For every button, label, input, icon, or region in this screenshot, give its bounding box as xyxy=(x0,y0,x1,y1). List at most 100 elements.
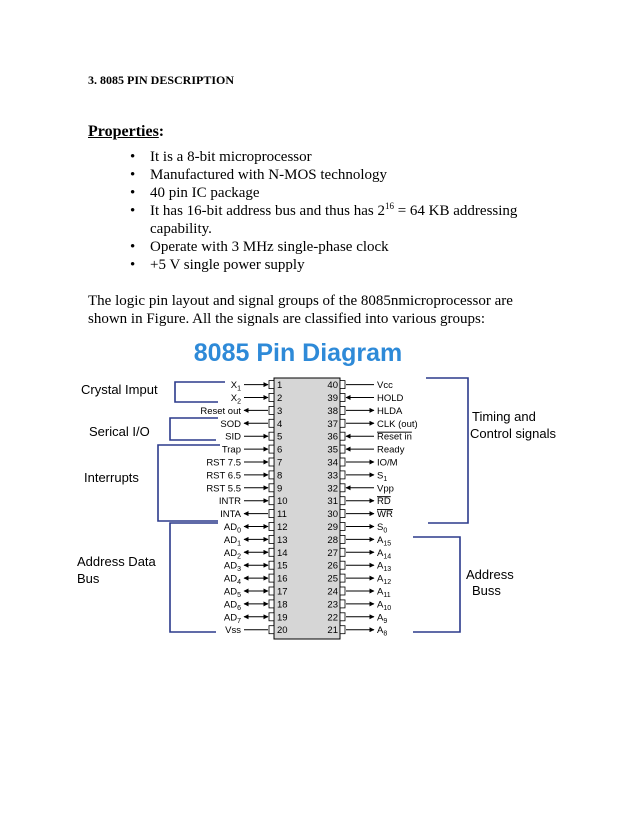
list-item: It has 16-bit address bus and thus has 2… xyxy=(130,201,530,238)
list-item: +5 V single power supply xyxy=(130,257,530,275)
bracket-address-data xyxy=(169,522,218,633)
pin-stub xyxy=(339,522,346,531)
pin-label: X2 xyxy=(231,393,241,406)
pin-label: A9 xyxy=(377,612,387,625)
pin-label: AD4 xyxy=(224,574,241,587)
group-label-control: Control signals xyxy=(470,426,556,441)
pin-label: S0 xyxy=(377,522,387,535)
pin-label: INTA xyxy=(220,509,242,520)
properties-label-text: Properties xyxy=(88,123,159,140)
pin-number: 10 xyxy=(277,496,288,507)
pin-number: 30 xyxy=(327,509,338,520)
pin-label: SID xyxy=(225,432,241,443)
pin-stub xyxy=(268,431,275,441)
bracket-crystal xyxy=(174,381,225,403)
list-item-superscript: 16 xyxy=(384,201,394,211)
pin-label: HOLD xyxy=(377,393,404,404)
group-label-timing: Timing and xyxy=(472,409,536,424)
pin-label: Vpp xyxy=(377,483,394,494)
pin-label: AD2 xyxy=(224,548,241,561)
pin-stub xyxy=(268,586,275,596)
properties-list: It is a 8-bit microprocessor Manufacture… xyxy=(130,149,530,275)
pin-number: 1 xyxy=(277,380,282,391)
pin-label: S1 xyxy=(377,470,387,483)
list-item-text-continued: = 64 KB addressing capability. xyxy=(150,203,518,237)
section-heading: 3. 8085 PIN DESCRIPTION xyxy=(88,73,235,87)
pin-number: 11 xyxy=(277,509,287,520)
pin-number: 26 xyxy=(327,561,338,572)
pin-stub xyxy=(268,534,275,544)
pin-label: AD6 xyxy=(224,599,241,612)
pin-stub xyxy=(268,509,275,519)
pin-stub xyxy=(268,483,275,493)
pin-label: Vss xyxy=(225,625,241,636)
chip-body xyxy=(273,377,341,640)
bracket-timing xyxy=(426,377,469,524)
pin-number: 15 xyxy=(277,561,288,572)
list-item: Operate with 3 MHz single-phase clock xyxy=(130,239,530,257)
pin-stub xyxy=(268,393,275,402)
group-label-serial: Serical I/O xyxy=(89,424,150,439)
pin-number: 4 xyxy=(277,419,282,430)
intro-paragraph: The logic pin layout and signal groups o… xyxy=(88,293,513,327)
pin-label: RST 7.5 xyxy=(206,458,241,469)
pin-stub xyxy=(339,393,346,402)
pin-number: 12 xyxy=(277,522,288,533)
list-item-text: It has 16-bit address bus and thus has 2 xyxy=(150,203,385,219)
pin-number: 8 xyxy=(277,470,282,481)
group-label-address-data: Address Data xyxy=(77,554,157,569)
pin-stub xyxy=(268,418,275,428)
pin-label: AD7 xyxy=(224,612,241,625)
pin-label: INTR xyxy=(219,496,241,507)
pin-stub xyxy=(339,625,346,635)
group-label-buss: Buss xyxy=(472,583,501,598)
group-brackets xyxy=(157,377,469,633)
pin-number: 23 xyxy=(327,599,338,610)
pin-label: WR xyxy=(377,509,393,520)
list-item-text: +5 V single power supply xyxy=(150,256,305,273)
pin-stub xyxy=(339,380,346,389)
pin-stub xyxy=(268,457,275,467)
pin-stub xyxy=(268,612,275,622)
pin-label: RST 6.5 xyxy=(206,470,241,481)
pin-number: 6 xyxy=(277,445,282,456)
pin-stub xyxy=(339,496,346,506)
pin-stub xyxy=(268,380,275,389)
pin-label: Ready xyxy=(377,445,405,456)
pin-number: 24 xyxy=(327,587,338,598)
pin-stub xyxy=(339,509,346,519)
bracket-address xyxy=(413,536,461,633)
pin-label: A12 xyxy=(377,574,391,587)
bracket-serial xyxy=(169,417,218,441)
pin-stub xyxy=(339,406,346,415)
pin-number: 25 xyxy=(327,574,338,585)
pin-stub xyxy=(268,406,275,415)
pin-stub xyxy=(339,534,346,544)
pin-number: 14 xyxy=(277,548,288,559)
pin-stub xyxy=(339,547,346,557)
diagram-title: 8085 Pin Diagram xyxy=(194,339,402,367)
group-label-address: Address xyxy=(466,567,514,582)
pin-stub xyxy=(268,522,275,531)
pin-number: 38 xyxy=(327,406,338,417)
pin-stub xyxy=(268,470,275,480)
pin-label: X1 xyxy=(231,380,241,393)
group-label-interrupts: Interrupts xyxy=(84,470,139,485)
pin-stub xyxy=(339,431,346,441)
pin-label: AD1 xyxy=(224,535,241,548)
pin-label: IO/M xyxy=(377,458,398,469)
pin-stub xyxy=(268,560,275,570)
pin-label: A8 xyxy=(377,625,387,638)
pin-stub xyxy=(339,573,346,583)
pin-number: 33 xyxy=(327,470,338,481)
pin-number: 40 xyxy=(327,380,338,391)
pin-number: 20 xyxy=(277,625,288,636)
pin-label: AD5 xyxy=(224,587,241,600)
pin-stub xyxy=(268,625,275,635)
list-item-text: Operate with 3 MHz single-phase clock xyxy=(150,238,389,255)
pin-label: RST 5.5 xyxy=(206,483,241,494)
pin-label: A10 xyxy=(377,599,391,612)
pin-number: 34 xyxy=(327,458,338,469)
pin-number: 27 xyxy=(327,548,338,559)
list-item: Manufactured with N-MOS technology xyxy=(130,167,530,185)
